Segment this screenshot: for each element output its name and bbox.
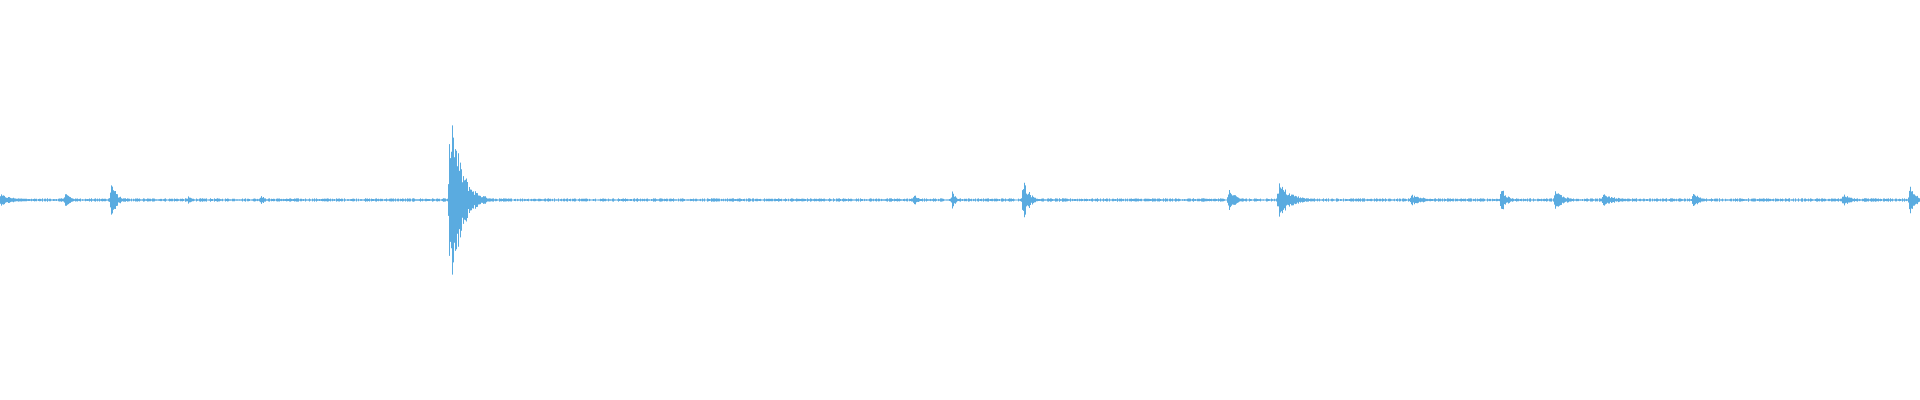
waveform-bars	[0, 125, 1920, 275]
waveform-path	[0, 125, 1920, 275]
